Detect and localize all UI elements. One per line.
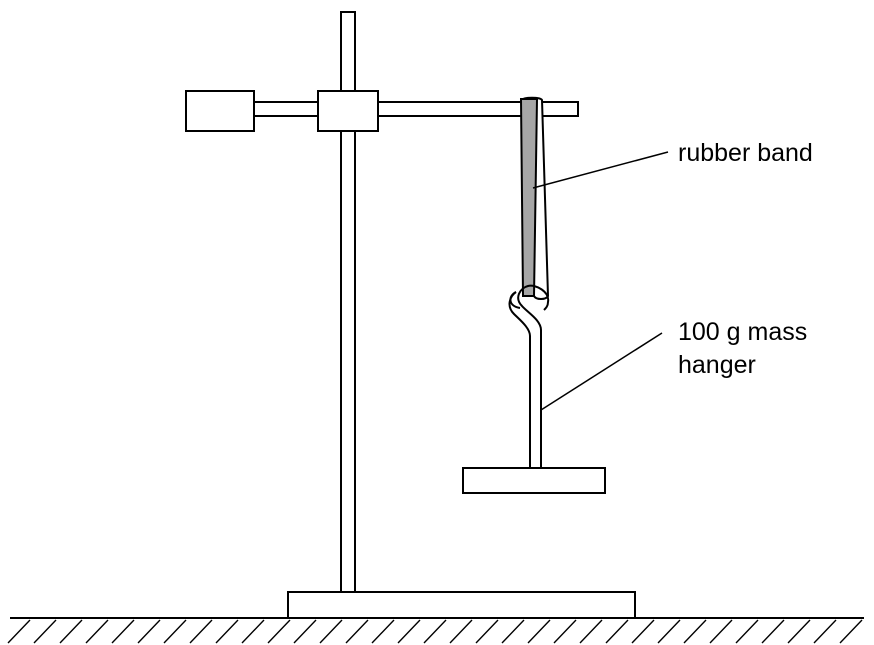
- hatch-mark: [293, 619, 317, 644]
- hatch-mark: [163, 619, 187, 644]
- hatch-mark: [423, 619, 447, 644]
- hatch-mark: [189, 619, 213, 644]
- rubber-band-leader-line: [532, 151, 669, 189]
- mass-hanger-label-line2: hanger: [678, 351, 756, 379]
- hatch-mark: [553, 619, 577, 644]
- hatch-mark: [241, 619, 265, 644]
- hatch-mark: [33, 619, 57, 644]
- hatch-mark: [683, 619, 707, 644]
- hatch-mark: [215, 619, 239, 644]
- clamp-boss: [317, 90, 379, 132]
- hatch-mark: [345, 619, 369, 644]
- hatch-mark: [657, 619, 681, 644]
- hatch-mark: [813, 619, 837, 644]
- hatch-mark: [319, 619, 343, 644]
- hatch-mark: [267, 619, 291, 644]
- hatch-mark: [631, 619, 655, 644]
- hanger-platform: [462, 467, 606, 494]
- hatch-mark: [397, 619, 421, 644]
- hatch-mark: [839, 619, 863, 644]
- hatch-mark: [59, 619, 83, 644]
- hatch-mark: [579, 619, 603, 644]
- clamp-end-block: [185, 90, 255, 132]
- hook-eye-left: [509, 291, 521, 309]
- hatch-mark: [787, 619, 811, 644]
- hanger-hook: [508, 284, 550, 468]
- hatch-mark: [501, 619, 525, 644]
- hatch-mark: [605, 619, 629, 644]
- mass-hanger-label-line1: 100 g mass: [678, 318, 808, 346]
- hatch-mark: [527, 619, 551, 644]
- ground-hatching: [7, 619, 863, 644]
- hatch-mark: [137, 619, 161, 644]
- rubber-band: [519, 98, 539, 297]
- hatch-mark: [111, 619, 135, 644]
- hatch-mark: [449, 619, 473, 644]
- hatch-mark: [7, 619, 31, 644]
- stand-rod: [340, 11, 356, 593]
- hatch-mark: [371, 619, 395, 644]
- hatch-mark: [475, 619, 499, 644]
- stand-base: [287, 591, 636, 619]
- hatch-mark: [709, 619, 733, 644]
- hatch-mark: [761, 619, 785, 644]
- mass-hanger-leader-line: [540, 332, 663, 411]
- hatch-mark: [735, 619, 759, 644]
- rubber-band-label: rubber band: [678, 139, 813, 167]
- hatch-mark: [85, 619, 109, 644]
